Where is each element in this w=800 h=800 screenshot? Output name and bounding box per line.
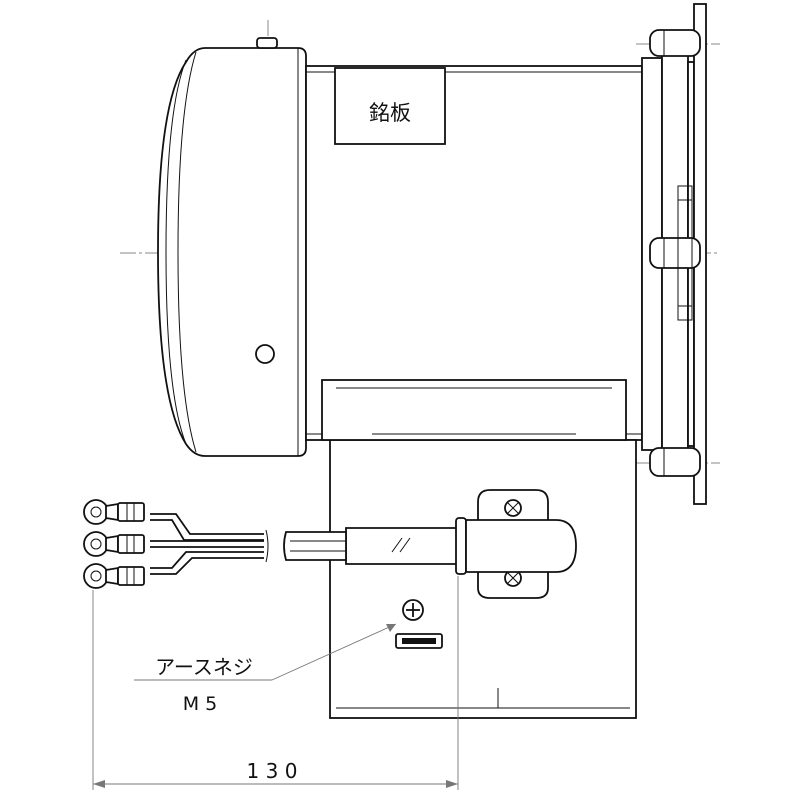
ring-terminal-icon <box>83 531 145 557</box>
cable <box>150 513 577 575</box>
ring-terminal-icon <box>83 499 145 525</box>
ring-terminal-icon <box>83 563 145 589</box>
fan-cover <box>157 37 307 457</box>
ring-terminals <box>83 499 145 589</box>
nameplate-label: 銘板 <box>369 101 411 125</box>
earth-screw-size-label: M 5 <box>183 693 218 715</box>
earth-screw-icon <box>395 599 443 649</box>
dimension-130-label: 1 3 0 <box>247 759 298 783</box>
nameplate: 銘板 <box>334 67 446 145</box>
fan-cover-hole <box>255 344 275 364</box>
earth-screw-label: アースネジ <box>155 655 253 679</box>
dimension-130: 1 3 0 <box>92 576 459 790</box>
earth-screw-leader: アースネジ M 5 <box>134 623 397 715</box>
flange <box>641 3 707 505</box>
